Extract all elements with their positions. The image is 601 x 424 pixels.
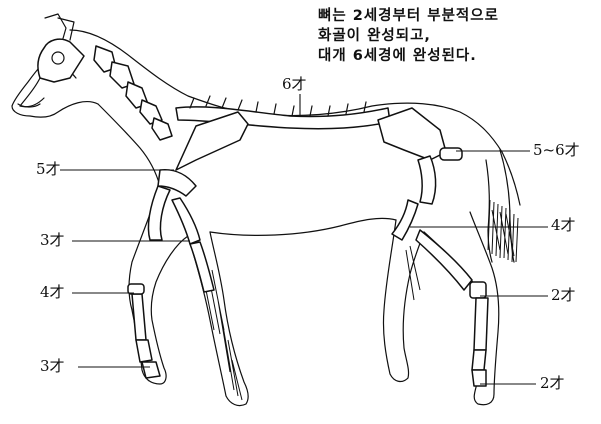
caption-line-3: 대개 6세경에 완성된다. — [318, 44, 477, 65]
caption-line-2: 화골이 완성되고, — [318, 24, 431, 45]
label-pelvis: 5~6才 — [533, 143, 580, 158]
label-spine: 6才 — [282, 77, 307, 92]
label-fetlock: 2才 — [551, 288, 576, 303]
horse-outline — [12, 14, 520, 406]
label-hind-pastern: 2才 — [540, 376, 565, 391]
label-fore-pastern: 3才 — [40, 359, 65, 374]
skeleton — [20, 39, 488, 386]
label-elbow: 3才 — [40, 233, 65, 248]
caption-line-1: 뼈는 2세경부터 부분적으로 — [318, 4, 499, 25]
tail-hair — [488, 200, 518, 262]
leg-shading — [200, 246, 420, 400]
label-hock: 4才 — [551, 218, 576, 233]
label-shoulder: 5才 — [36, 162, 61, 177]
label-knee: 4才 — [40, 285, 65, 300]
